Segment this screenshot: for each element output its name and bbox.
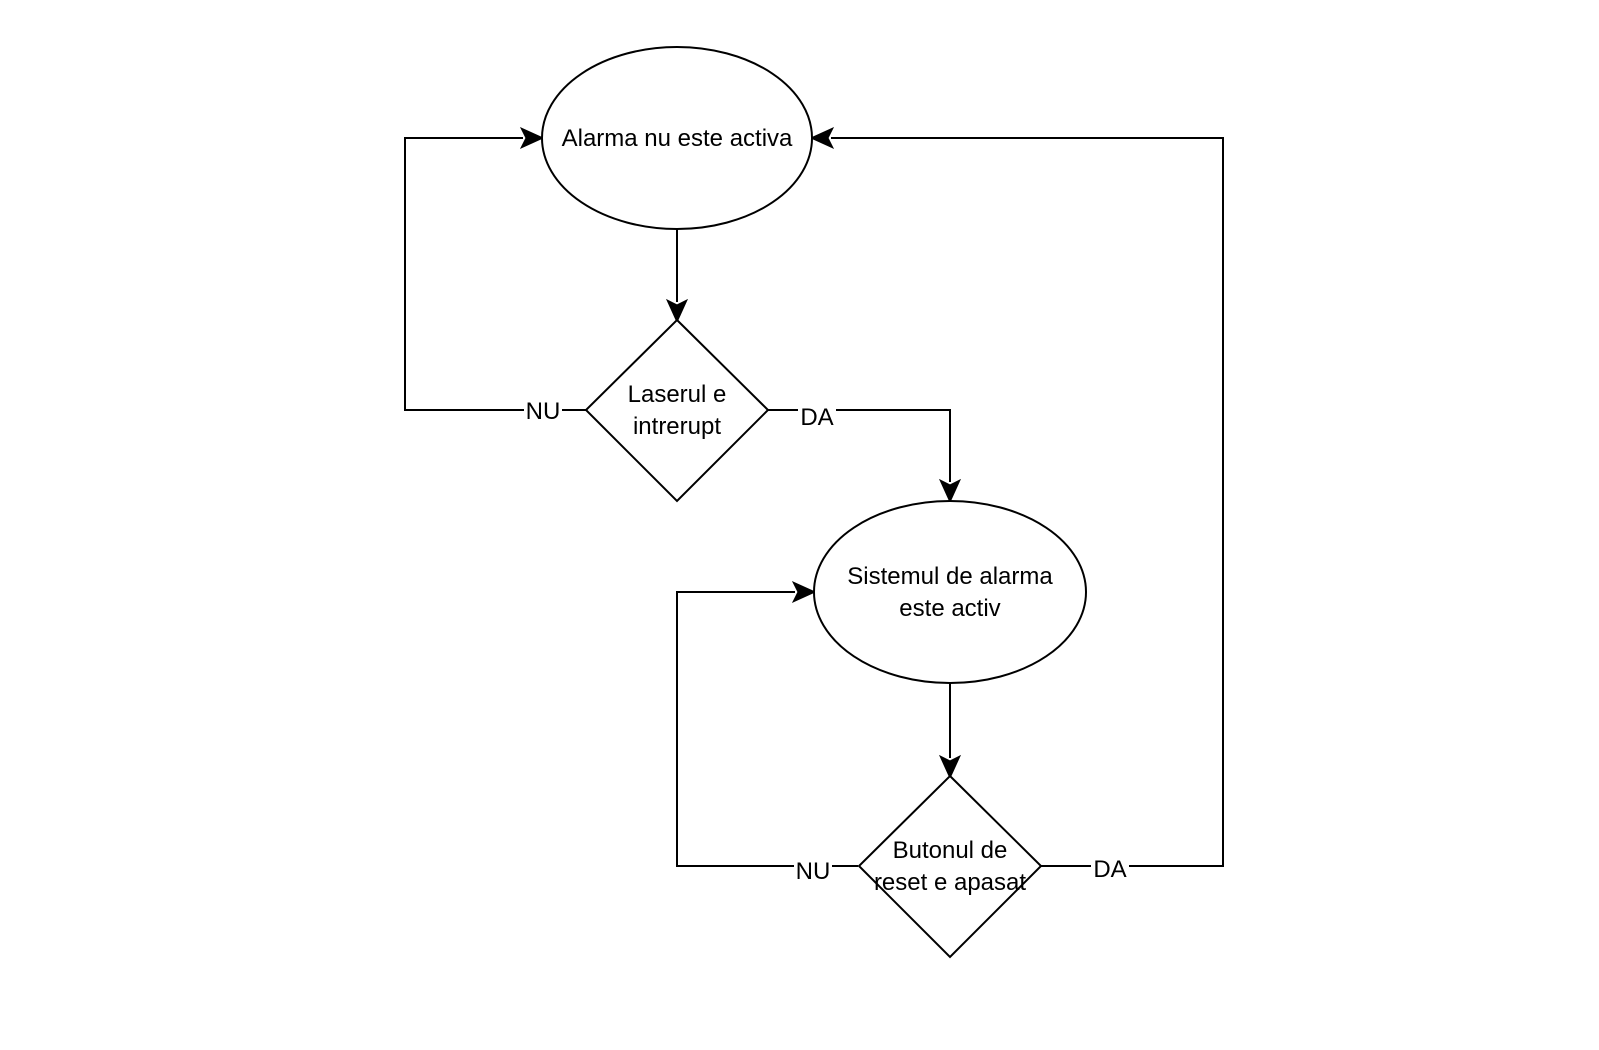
start-state-ellipse (541, 46, 813, 230)
edge-reset-no (676, 580, 858, 867)
laser-check-label-line2: intrerupt (633, 413, 721, 440)
reset-check-diamond (857, 774, 1043, 959)
node-reset-check[interactable]: Butonul de reset e apasat (857, 774, 1043, 959)
laser-check-label-line1: Laserul e (628, 381, 727, 408)
edge-laser-yes (768, 409, 962, 504)
reset-yes-label: DA (1093, 856, 1126, 883)
alarm-active-label-line1: Sistemul de alarma (847, 563, 1053, 590)
laser-yes-label: DA (800, 404, 833, 431)
laser-no-label: NU (526, 398, 561, 425)
edge-laser-no (404, 126, 586, 411)
edge-alarm-to-reset (938, 683, 962, 780)
edge-label-laser-yes: DA (798, 400, 836, 431)
alarm-active-label-line2: este activ (899, 595, 1000, 622)
laser-check-diamond (584, 318, 770, 503)
node-alarm-active[interactable]: Sistemul de alarma este activ (813, 500, 1087, 684)
reset-check-label-line1: Butonul de (893, 837, 1008, 864)
edge-start-to-laser (665, 228, 689, 324)
node-laser-check[interactable]: Laserul e intrerupt (584, 318, 770, 503)
alarm-active-ellipse (813, 500, 1087, 684)
edge-label-reset-yes: DA (1091, 855, 1129, 883)
edge-reset-yes (809, 126, 1224, 867)
reset-no-label: NU (796, 858, 831, 885)
edge-label-laser-no: NU (524, 397, 562, 425)
node-start-state[interactable]: Alarma nu este activa (541, 46, 813, 230)
reset-check-label-line2: reset e apasat (874, 869, 1026, 896)
start-state-label: Alarma nu este activa (562, 125, 793, 152)
edge-label-reset-no: NU (794, 856, 832, 885)
